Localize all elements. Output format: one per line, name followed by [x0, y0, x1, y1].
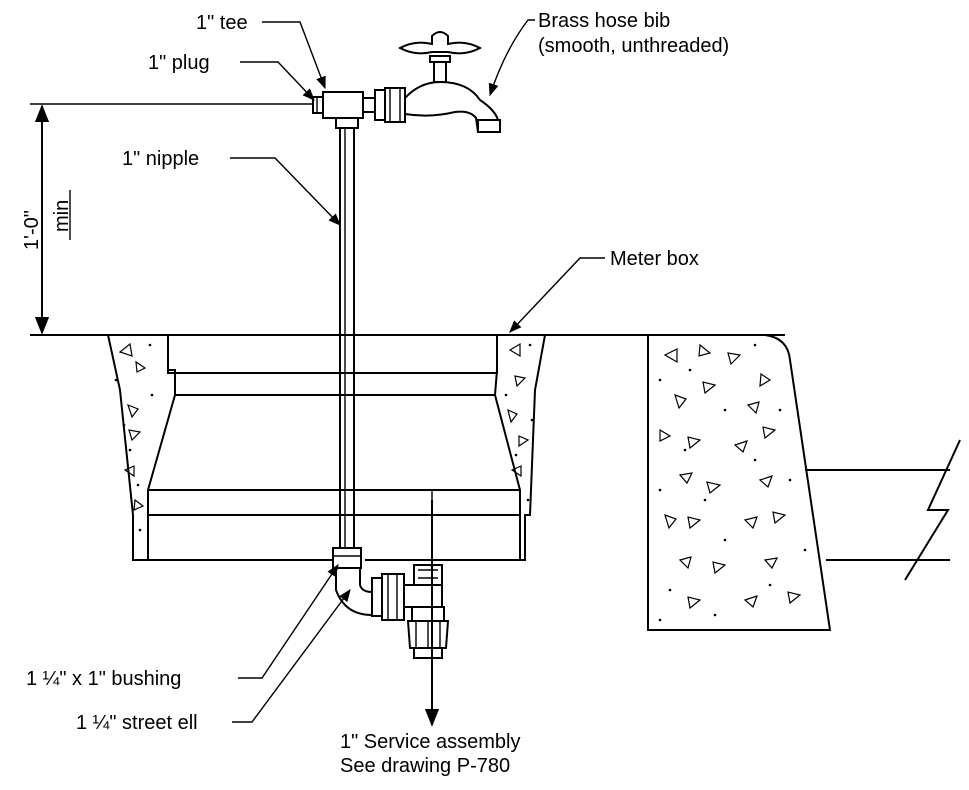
- hose-bib-leader: [488, 19, 535, 97]
- nipple-label: 1" nipple: [122, 148, 199, 170]
- meter-box-left-wall: [106, 334, 176, 561]
- nipple-leader: [230, 157, 341, 226]
- break-line: [904, 439, 961, 581]
- plug-label: 1" plug: [148, 52, 210, 74]
- hose-bib-label-line2: (smooth, unthreaded): [538, 35, 729, 57]
- street-ell-leader: [232, 588, 351, 723]
- dimension-qualifier: min: [51, 200, 73, 232]
- concrete-curb: [647, 334, 961, 631]
- meter-box-right-wall: [493, 334, 547, 561]
- meter-box-leader: [509, 257, 605, 333]
- plug-fitting: [312, 96, 324, 114]
- service-label-line2: See drawing P-780: [340, 755, 510, 777]
- bottom-fittings: [332, 547, 450, 659]
- tee-label: 1" tee: [196, 12, 248, 34]
- service-label-line1: 1" Service assembly: [340, 731, 521, 753]
- concrete-hatch-curb: [658, 343, 807, 622]
- riser-pipe: [339, 122, 355, 550]
- bushing-leader: [238, 563, 339, 679]
- concrete-hatch-right: [504, 342, 534, 502]
- meter-box-label: Meter box: [610, 248, 699, 270]
- plug-leader: [240, 61, 315, 101]
- tee-leader: [262, 21, 326, 90]
- top-fittings: [312, 31, 502, 133]
- meter-box: [106, 334, 547, 561]
- concrete-hatch-left: [114, 342, 154, 532]
- hose-bib-handle: [397, 31, 483, 55]
- hose-bib-label-line1: Brass hose bib: [538, 10, 670, 32]
- meter-box-lid: [167, 334, 498, 374]
- tee-fitting: [322, 91, 364, 119]
- street-ell-fitting: [335, 567, 373, 617]
- dimension-1ft: [30, 103, 312, 335]
- street-ell-label: 1 ¼" street ell: [76, 712, 198, 734]
- dimension-value: 1'-0": [21, 210, 43, 250]
- bushing-label: 1 ¼" x 1" bushing: [26, 668, 181, 690]
